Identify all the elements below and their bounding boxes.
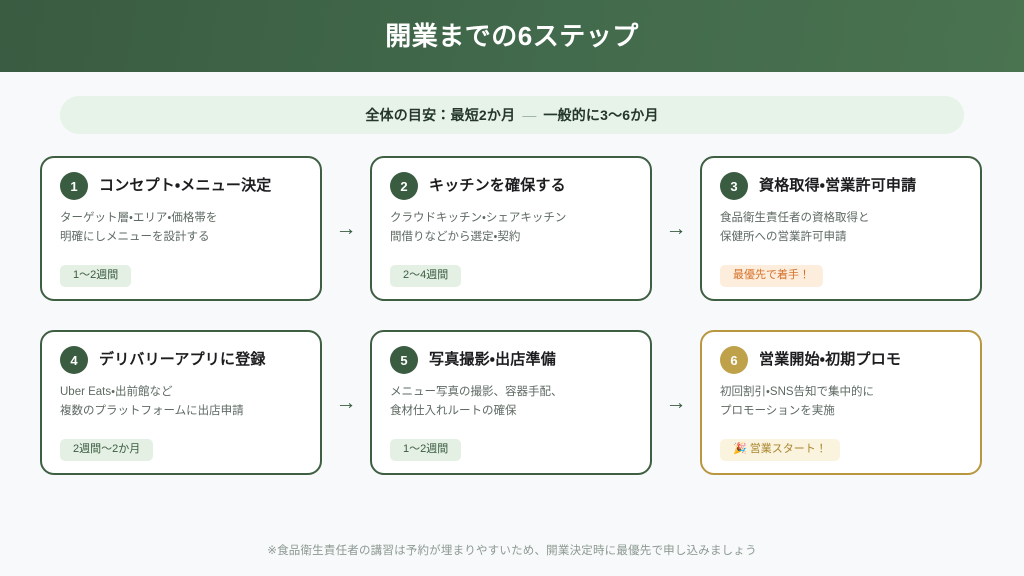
step-description-5: メニュー写真の撮影、容器手配、 食材仕入れルートの確保 — [390, 383, 632, 435]
step-card-2-head: 2 キッチンを確保する — [390, 172, 632, 200]
step-description-1-line1: ターゲット層・エリア・価格帯を — [60, 212, 218, 224]
step-description-2: クラウドキッチン・シェアキッチン 間借りなどから選定・契約 — [390, 209, 632, 261]
step-title-1: コンセプト・メニュー決定 — [99, 176, 272, 194]
arrow-icon-2-to-3: → — [665, 217, 687, 240]
step-launch-badge-6: 🎉営業スタート！ — [720, 439, 840, 461]
step-description-3-line2: 保健所への営業許可申請 — [720, 230, 847, 243]
step-card-4[interactable]: 4 デリバリーアプリに登録 Uber Eats・出前館など 複数のプラットフォー… — [40, 330, 322, 475]
step-description-5-line1: メニュー写真の撮影、容器手配、 — [390, 386, 563, 398]
step-number-badge-6: 6 — [720, 346, 748, 374]
arrow-icon-4-to-5: → — [335, 391, 357, 414]
step-card-3[interactable]: 3 資格取得・営業許可申請 食品衛生責任者の資格取得と 保健所への営業許可申請 … — [700, 156, 982, 301]
step-card-5-head: 5 写真撮影・出店準備 — [390, 346, 632, 374]
footnote-text: ※食品衛生責任者の講習は予約が埋まりやすいため、開業決定時に最優先で申し込みまし… — [267, 545, 757, 557]
step-description-4-line2: 複数のプラットフォームに出店申請 — [60, 404, 244, 417]
step-number-badge-2: 2 — [390, 172, 418, 200]
step-duration-badge-4: 2週間〜2か月 — [60, 439, 154, 461]
step-description-2-line2: 間借りなどから選定・契約 — [390, 230, 521, 243]
step-card-4-head: 4 デリバリーアプリに登録 — [60, 346, 302, 374]
step-description-4-line1: Uber Eats・出前館など — [60, 386, 173, 398]
step-duration-badge-5: 1〜2週間 — [390, 439, 462, 461]
arrow-icon-1-to-2: → — [335, 217, 357, 240]
step-description-1-line2: 明確にしメニューを設計する — [60, 230, 210, 243]
step-description-3: 食品衛生責任者の資格取得と 保健所への営業許可申請 — [720, 209, 962, 261]
step-description-3-line1: 食品衛生責任者の資格取得と — [720, 212, 870, 224]
step-description-2-line1: クラウドキッチン・シェアキッチン — [390, 212, 567, 224]
page-title: 開業までの6ステップ — [385, 21, 639, 51]
step-description-6-line2: プロモーションを実施 — [720, 404, 835, 417]
step-card-2[interactable]: 2 キッチンを確保する クラウドキッチン・シェアキッチン 間借りなどから選定・契… — [370, 156, 652, 301]
step-card-1-head: 1 コンセプト・メニュー決定 — [60, 172, 302, 200]
step-number-badge-5: 5 — [390, 346, 418, 374]
step-description-6-line1: 初回割引・SNS告知で集中的に — [720, 386, 875, 398]
step-priority-badge-3: 最優先で着手！ — [720, 265, 823, 287]
steps-row-2: 4 デリバリーアプリに登録 Uber Eats・出前館など 複数のプラットフォー… — [40, 330, 984, 475]
step-description-6: 初回割引・SNS告知で集中的に プロモーションを実施 — [720, 383, 962, 435]
summary-tail-text: 一般的に3〜6か月 — [543, 107, 659, 123]
step-card-1[interactable]: 1 コンセプト・メニュー決定 ターゲット層・エリア・価格帯を 明確にしメニューを… — [40, 156, 322, 301]
step-number-badge-3: 3 — [720, 172, 748, 200]
step-description-1: ターゲット層・エリア・価格帯を 明確にしメニューを設計する — [60, 209, 302, 261]
step-title-6: 営業開始・初期プロモ — [759, 350, 902, 368]
party-popper-icon: 🎉 — [733, 443, 747, 456]
step-number-badge-4: 4 — [60, 346, 88, 374]
steps-row-1: 1 コンセプト・メニュー決定 ターゲット層・エリア・価格帯を 明確にしメニューを… — [40, 156, 984, 301]
step-card-3-head: 3 資格取得・営業許可申請 — [720, 172, 962, 200]
step-duration-badge-1: 1〜2週間 — [60, 265, 132, 287]
step-card-5[interactable]: 5 写真撮影・出店準備 メニュー写真の撮影、容器手配、 食材仕入れルートの確保 … — [370, 330, 652, 475]
summary-dash: — — [522, 107, 537, 123]
summary-bar-wrap: 全体の目安：最短2か月 — 一般的に3〜6か月 — [0, 72, 1024, 134]
step-title-3: 資格取得・営業許可申請 — [759, 176, 917, 194]
step-title-2: キッチンを確保する — [429, 176, 566, 194]
step-card-6-head: 6 営業開始・初期プロモ — [720, 346, 962, 374]
step-title-5: 写真撮影・出店準備 — [429, 350, 556, 368]
step-launch-badge-6-label: 営業スタート！ — [749, 443, 827, 456]
steps-grid: 1 コンセプト・メニュー決定 ターゲット層・エリア・価格帯を 明確にしメニューを… — [0, 134, 1024, 524]
summary-main-text: 全体の目安：最短2か月 — [365, 107, 516, 123]
page-header: 開業までの6ステップ — [0, 0, 1024, 72]
step-description-4: Uber Eats・出前館など 複数のプラットフォームに出店申請 — [60, 383, 302, 435]
overall-timeline-banner: 全体の目安：最短2か月 — 一般的に3〜6か月 — [60, 96, 964, 134]
step-number-badge-1: 1 — [60, 172, 88, 200]
step-title-4: デリバリーアプリに登録 — [99, 350, 266, 368]
arrow-icon-5-to-6: → — [665, 391, 687, 414]
page-footer: ※食品衛生責任者の講習は予約が埋まりやすいため、開業決定時に最優先で申し込みまし… — [0, 524, 1024, 576]
step-description-5-line2: 食材仕入れルートの確保 — [390, 404, 517, 417]
step-duration-badge-2: 2〜4週間 — [390, 265, 462, 287]
step-card-6[interactable]: 6 営業開始・初期プロモ 初回割引・SNS告知で集中的に プロモーションを実施 … — [700, 330, 982, 475]
